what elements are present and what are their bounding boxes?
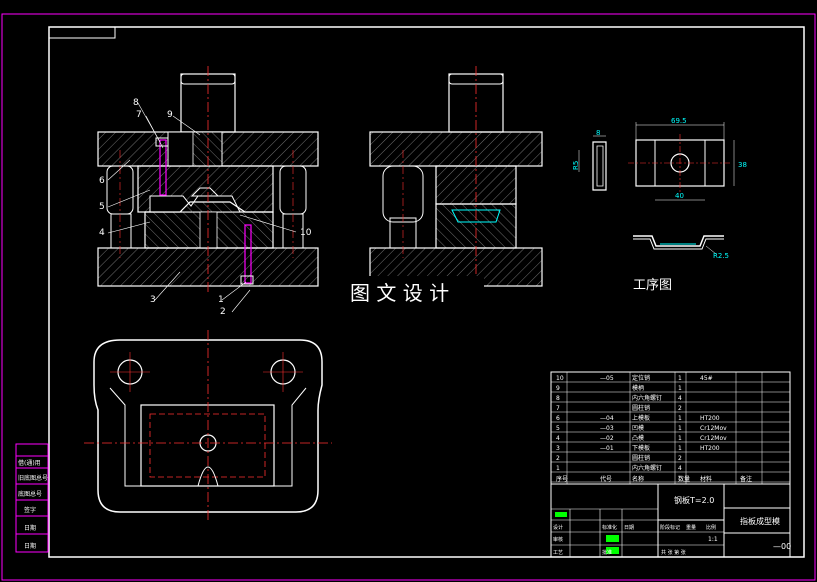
tb-drawing-no: —00 (773, 542, 791, 551)
bom-cell-qty: 1 (678, 435, 682, 442)
dim-left-h: R5 (572, 161, 580, 170)
bom-cell-qty: 1 (678, 375, 682, 382)
tb-label-review: 审核 (553, 536, 563, 543)
tb-label-approve: 批准 (602, 549, 612, 556)
watermark: 图 文 设 计 (350, 281, 449, 305)
front-section-view: 8 7 9 6 5 4 3 1 2 10 (97, 66, 319, 317)
bom-cell-name: 凸模 (632, 434, 644, 442)
bom-cell-name: 内六角螺钉 (632, 464, 662, 472)
bom-cell-no: 9 (556, 385, 560, 392)
outer-frame (1, 13, 816, 581)
bom-cell-name: 下模板 (632, 444, 650, 452)
bom-cell-qty: 1 (678, 425, 682, 432)
bom-cell-qty: 2 (678, 405, 682, 412)
side-label-5: 日期 (24, 524, 36, 532)
plan-view (84, 330, 332, 520)
part-label-6: 6 (99, 176, 105, 186)
watermark-bg (342, 276, 484, 308)
bom-cell-code: —04 (600, 415, 614, 422)
tb-scale-weight: 重量 (686, 524, 696, 531)
bom-cell-code: —02 (600, 435, 614, 442)
bom-cell-no: 10 (556, 375, 564, 382)
side-label-2: 旧底图总号 (18, 474, 48, 482)
bom-cell-no: 4 (556, 435, 560, 442)
bom-cell-name: 定位销 (632, 374, 650, 382)
bom-cell-name: 圆柱销 (632, 454, 650, 462)
bom-header-cell: 备注 (740, 475, 752, 483)
dim-bottom-r: R2.5 (713, 252, 729, 260)
bom-header-cell: 名称 (632, 475, 644, 483)
bom-cell-code: —03 (600, 425, 614, 432)
title-block: 钢板T=2.0 指板成型模 —00 设计 审核 工艺 标准化 批准 日期 阶段标… (550, 483, 791, 558)
tb-drawing-name: 指板成型模 (740, 516, 780, 526)
part-label-10: 10 (300, 228, 312, 238)
bom-cell-name: 上模板 (632, 414, 650, 422)
part-label-1: 1 (218, 295, 224, 305)
process-title: 工序图 (633, 278, 672, 293)
side-view (369, 66, 543, 292)
tb-scale-stage: 阶段标记 (660, 524, 680, 531)
bom-cell-qty: 4 (678, 395, 682, 402)
bom-cell-name: 圆柱销 (632, 404, 650, 412)
tb-scale-ratio: 比例 (706, 524, 716, 531)
tb-material: 钢板T=2.0 (674, 495, 714, 505)
bom-cell-code: —05 (600, 375, 614, 382)
bom-cell-qty: 2 (678, 455, 682, 462)
bom-cell-no: 5 (556, 425, 560, 432)
bom-cell-mat: Cr12Mov (700, 425, 727, 432)
bom-cell-name: 凹模 (632, 424, 644, 432)
side-label-3: 底图总号 (18, 490, 42, 498)
dim-left-w: 8 (596, 129, 600, 137)
process-diagram: 8 R5 69.5 38 40 R2.5 工序图 (572, 117, 747, 293)
side-label-6: 日期 (24, 542, 36, 550)
tb-label-date: 日期 (624, 525, 634, 531)
bom-cell-name: 内六角螺钉 (632, 394, 662, 402)
bom-cell-no: 1 (556, 465, 560, 472)
part-label-2: 2 (220, 307, 226, 317)
bom-cell-qty: 1 (678, 385, 682, 392)
bom-cell-no: 3 (556, 445, 560, 452)
bom-cell-qty: 1 (678, 415, 682, 422)
bom-header-cell: 数量 (678, 475, 690, 483)
part-label-5: 5 (99, 202, 105, 212)
bom-cell-mat: 45# (700, 375, 713, 382)
tb-scale-value: 1:1 (708, 536, 718, 543)
bom-cell-mat: Cr12Mov (700, 435, 727, 442)
bom-cell-no: 7 (556, 405, 560, 412)
bom-cell-no: 8 (556, 395, 560, 402)
part-label-3: 3 (150, 295, 156, 305)
dim-hole-spacing: 40 (675, 192, 684, 200)
part-label-8: 8 (133, 98, 139, 108)
corner-box (48, 26, 116, 39)
side-label-1: 借(通)用 (18, 459, 41, 467)
bom-cell-no: 6 (556, 415, 560, 422)
tb-sheet: 共 张 第 张 (661, 549, 686, 556)
part-label-7: 7 (136, 110, 142, 120)
bom-cell-mat: HT200 (700, 445, 720, 452)
side-label-4: 签字 (24, 506, 36, 514)
bom-cell-mat: HT200 (700, 415, 720, 422)
tb-label-std: 标准化 (602, 524, 617, 531)
bom-cell-code: —01 (600, 445, 614, 452)
inner-frame (48, 26, 805, 558)
dim-width-top: 69.5 (671, 117, 687, 125)
bom-cell-qty: 4 (678, 465, 682, 472)
tb-label-design: 设计 (553, 524, 563, 531)
dim-height-right: 38 (738, 161, 747, 169)
part-label-4: 4 (99, 228, 105, 238)
bom-cell-qty: 1 (678, 445, 682, 452)
bom-header-cell: 代号 (600, 475, 612, 483)
part-label-9: 9 (167, 110, 173, 120)
bom-header-cell: 序号 (556, 475, 568, 483)
side-strip: 借(通)用 旧底图总号 底图总号 签字 日期 日期 (15, 443, 49, 553)
bom-header-cell: 材料 (700, 475, 712, 483)
bom-cell-no: 2 (556, 455, 560, 462)
bom-cell-name: 模柄 (632, 384, 644, 392)
tb-label-craft: 工艺 (553, 550, 563, 556)
